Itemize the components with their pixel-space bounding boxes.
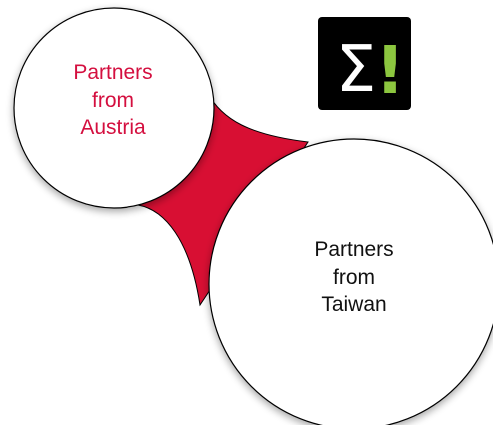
node-taiwan-label: Partners from Taiwan <box>268 236 440 319</box>
sigma-exclamation-logo-icon: Σ ! <box>318 17 411 110</box>
node-austria-circle <box>13 7 215 209</box>
node-taiwan-line-1: Partners <box>314 238 394 261</box>
logo-mark-glyph: ! <box>375 32 405 109</box>
node-austria-label: Partners from Austria <box>42 59 184 142</box>
node-taiwan-circle <box>208 138 493 425</box>
node-austria-line-2: from <box>92 88 134 112</box>
logo-sigma-glyph: Σ <box>336 33 376 107</box>
node-taiwan-line-3: Taiwan <box>321 293 387 317</box>
node-austria-line-3: Austria <box>80 116 146 140</box>
logo-background <box>318 17 411 110</box>
node-austria-line-1: Partners <box>73 61 153 84</box>
node-taiwan-line-2: from <box>333 265 375 289</box>
